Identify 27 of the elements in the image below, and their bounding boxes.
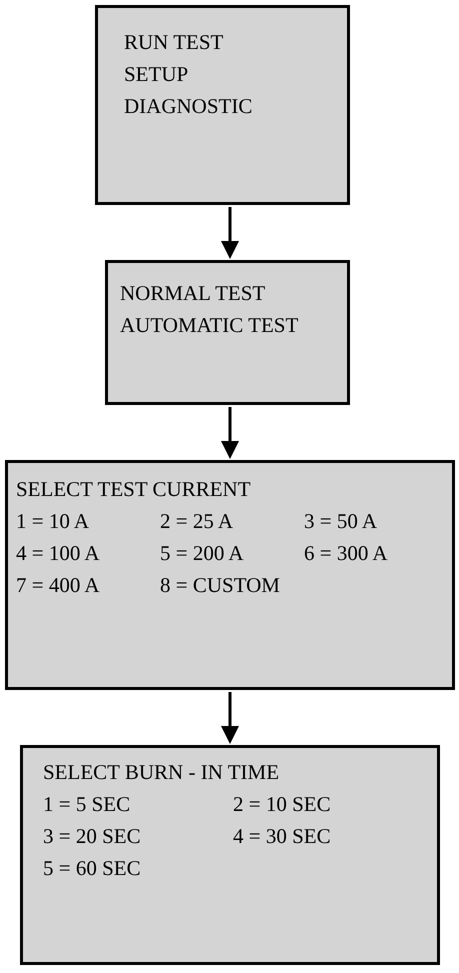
arrow (221, 407, 239, 459)
menu-option: 1 = 10 A (16, 505, 90, 537)
menu-option: 4 = 100 A (16, 537, 100, 569)
menu-box (5, 460, 455, 690)
menu-option: DIAGNOSTIC (124, 90, 252, 122)
menu-option: NORMAL TEST (120, 277, 266, 309)
menu-option: RUN TEST (124, 26, 224, 58)
menu-heading: SELECT TEST CURRENT (16, 476, 251, 503)
menu-option: AUTOMATIC TEST (120, 309, 298, 341)
menu-box (105, 260, 350, 405)
menu-option: SETUP (124, 58, 188, 90)
menu-option: 3 = 50 A (304, 505, 378, 537)
menu-option: 8 = CUSTOM (160, 569, 280, 601)
menu-box (20, 745, 440, 965)
arrow (221, 692, 239, 744)
menu-option: 4 = 30 SEC (233, 820, 331, 852)
menu-option: 5 = 200 A (160, 537, 244, 569)
menu-option: 3 = 20 SEC (43, 820, 141, 852)
arrow (221, 207, 239, 259)
menu-option: 7 = 400 A (16, 569, 100, 601)
menu-heading: SELECT BURN - IN TIME (43, 759, 280, 786)
menu-box (95, 5, 350, 205)
menu-option: 2 = 10 SEC (233, 788, 331, 820)
menu-option: 5 = 60 SEC (43, 852, 141, 884)
menu-option: 1 = 5 SEC (43, 788, 130, 820)
menu-option: 6 = 300 A (304, 537, 388, 569)
menu-option: 2 = 25 A (160, 505, 234, 537)
